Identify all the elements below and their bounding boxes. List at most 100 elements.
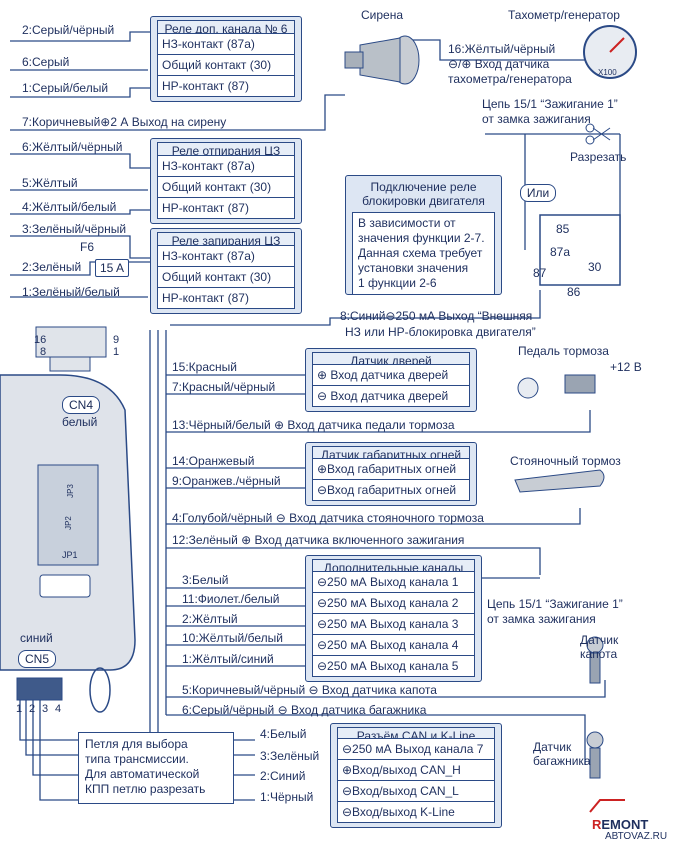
door-row-plus: ⊕ Вход датчика дверей [317, 368, 449, 382]
immob-wire-2: НЗ или НР-блокировка двигателя” [345, 325, 536, 339]
lock-row-common: Общий контакт (30) [158, 266, 294, 287]
can-wire-1: 4:Белый [260, 727, 307, 741]
cn5-pin-4: 4 [55, 703, 62, 715]
block-relay-line: значения функции 2-7. [358, 231, 485, 245]
jumper-panel [37, 464, 99, 566]
channels-box: Дополнительные каналы ⊖250 мА Выход кана… [305, 555, 482, 682]
watermark-brand-r: R [592, 817, 602, 832]
watermark-site: АВТОVAZ.RU [605, 831, 668, 842]
can-row-3: ⊖Вход/выход CAN_L [338, 780, 494, 801]
channel-row-3: ⊖250 мА Выход канала 3 [313, 613, 474, 634]
watermark-brand-rest: EMONT [601, 817, 649, 832]
cn4-pin-8: 8 [40, 346, 47, 358]
ignition-top-line2: от замка зажигания [482, 112, 591, 126]
can-wire-3: 2:Синий [260, 769, 306, 783]
trunk-label-1: Датчик [533, 740, 572, 754]
door-wire-1: 15:Красный [172, 360, 237, 374]
channel-wire-5: 1:Жёлтый/синий [182, 652, 274, 666]
lock-wire-3: 1:Зелёный/белый [22, 285, 120, 299]
cn4-pin-1: 1 [113, 346, 120, 358]
loop-note: Петля для выбора типа трансмиссии. Для а… [78, 732, 234, 804]
unlock-wire-1: 6:Жёлтый/чёрный [22, 140, 123, 154]
trunk-sensor-icon [586, 731, 604, 779]
trunk-wire: 6:Серый/чёрный ⊖ Вход датчика багажника [182, 703, 427, 717]
pin-87: 87 [533, 266, 547, 280]
channel-row-1: ⊖250 мА Выход канала 1 [317, 575, 459, 589]
lock-wire-2: 2:Зелёный [22, 260, 82, 274]
lock-row-no: НР-контакт (87) [158, 287, 294, 308]
channel-wire-3: 2:Жёлтый [182, 612, 238, 626]
ignition-top-line1: Цепь 15/1 “Зажигание 1” [482, 97, 618, 111]
loop-note-line: типа трансмиссии. [85, 752, 189, 766]
can-wire-4: 1:Чёрный [260, 790, 314, 804]
block-relay-title: Подключение реле блокировки двигателя [362, 180, 485, 208]
relay-body [539, 214, 621, 286]
immob-wire-1: 8:Синий⊖250 мА Выход “Внешняя [340, 309, 533, 323]
ignition-bottom-line1: Цепь 15/1 “Зажигание 1” [487, 597, 623, 611]
relay6-row-no: НР-контакт (87) [158, 75, 294, 96]
door-row-minus: ⊖ Вход датчика дверей [313, 385, 469, 406]
cn5-pin-2: 2 [29, 703, 36, 715]
cn4-color: белый [62, 415, 98, 429]
unlock-row-nc: НЗ-контакт (87а) [162, 159, 255, 173]
parking-row-plus: ⊕Вход габаритных огней [317, 462, 457, 476]
brake-pedal-label: Педаль тормоза [518, 344, 609, 358]
ignition-wire: 12:Зелёный ⊕ Вход датчика включенного за… [172, 533, 465, 547]
trunk-label-2: багажника [533, 754, 591, 768]
door-box: Датчик дверей ⊕ Вход датчика дверей ⊖ Вх… [305, 348, 477, 412]
tacho-dial-label: X100 [598, 68, 617, 77]
jp3-label: JP3 [65, 484, 75, 498]
relay6-box: Реле доп. канала № 6 НЗ-контакт (87а) Об… [150, 16, 302, 102]
loop-note-line: КПП петлю разрезать [85, 782, 206, 796]
cn4-name: CN4 [62, 396, 100, 414]
unlock-box: Реле отпирания ЦЗ НЗ-контакт (87а) Общий… [150, 138, 302, 224]
cn4-pin-9: 9 [113, 334, 120, 346]
cn5-color: синий [20, 631, 53, 645]
siren-icon [344, 35, 420, 85]
lock-row-nc: НЗ-контакт (87а) [162, 249, 255, 263]
can-row-2: ⊕Вход/выход CAN_H [338, 759, 494, 780]
can-row-4: ⊖Вход/выход K-Line [338, 801, 494, 822]
parking-wire-2: 9:Оранжев./чёрный [172, 474, 281, 488]
channel-wire-2: 11:Фиолет./белый [182, 592, 280, 606]
cn4-connector [35, 326, 107, 372]
cut-label: Разрезать [570, 150, 627, 164]
channel-row-2: ⊖250 мА Выход канала 2 [313, 592, 474, 613]
loop-icon [89, 667, 111, 713]
tacho-input-1: ⊖/⊕ Вход датчика [448, 57, 550, 71]
channel-row-5: ⊖250 мА Выход канала 5 [313, 655, 474, 676]
door-wire-2: 7:Красный/чёрный [172, 380, 276, 394]
jp2-label: JP2 [63, 516, 73, 530]
pin-30: 30 [588, 260, 602, 274]
block-relay-line: 1 функции 2-6 [358, 276, 437, 290]
unlock-row-no: НР-контакт (87) [158, 197, 294, 218]
unlock-row-common: Общий контакт (30) [158, 176, 294, 197]
tachometer-icon [583, 25, 637, 79]
unlock-wire-2: 5:Жёлтый [22, 176, 78, 190]
hood-sensor-icon [586, 636, 604, 684]
or-label: Или [520, 184, 556, 202]
cn5-pin-1: 1 [16, 703, 23, 715]
block-relay-line: В зависимости от [358, 216, 456, 230]
parking-wire-1: 14:Оранжевый [172, 454, 255, 468]
hood-wire: 5:Коричневый/чёрный ⊖ Вход датчика капот… [182, 683, 437, 697]
pin-87a: 87а [550, 245, 571, 259]
hand-brake-label: Стояночный тормоз [510, 454, 621, 468]
channel-row-4: ⊖250 мА Выход канала 4 [313, 634, 474, 655]
block-relay-line: установки значения [358, 261, 469, 275]
relay6-wire-2: 6:Серый [22, 55, 70, 69]
ignition-bottom-line2: от замка зажигания [487, 612, 596, 626]
tacho-wire: 16:Жёлтый/чёрный [448, 42, 556, 56]
hood-label-2: капота [580, 647, 618, 661]
hood-label-1: Датчик [580, 633, 619, 647]
hand-brake-icon [514, 469, 605, 493]
block-relay-line: Данная схема требует [358, 246, 483, 260]
can-box: Разъём CAN и K-Line ⊖250 мА Выход канала… [330, 723, 502, 828]
relay6-wire-1: 2:Серый/чёрный [22, 23, 115, 37]
lock-box: Реле запирания ЦЗ НЗ-контакт (87а) Общий… [150, 228, 302, 314]
tacho-input-2: тахометра/генератора [448, 72, 572, 86]
unlock-wire-3: 4:Жёлтый/белый [22, 200, 117, 214]
hand-brake-wire: 4:Голубой/чёрный ⊖ Вход датчика стояночн… [172, 511, 484, 525]
fuse-rating: 15 A [95, 259, 129, 277]
block-relay-note: Подключение реле блокировки двигателя В … [345, 175, 502, 295]
